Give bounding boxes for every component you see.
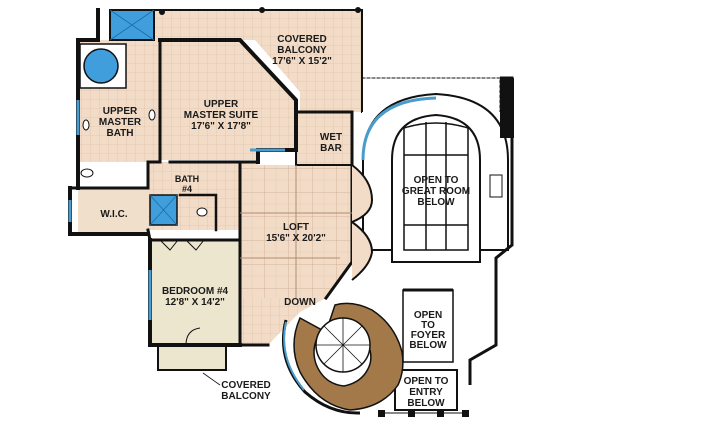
great-room-label-2: GREAT ROOM — [402, 186, 470, 197]
covered-balcony-top-dims: 17'6" X 15'2" — [272, 56, 332, 67]
toilet-icon — [80, 168, 94, 178]
sink-icon — [148, 109, 156, 121]
lower-hall-floor — [240, 298, 326, 345]
windows — [68, 100, 285, 320]
down-label: DOWN — [284, 297, 316, 308]
wic-label: W.I.C. — [100, 209, 127, 220]
master-suite-label-2: MASTER SUITE — [184, 110, 259, 121]
wet-bar-label-2: BAR — [320, 143, 342, 154]
covered-balcony-bottom-label-2: BALCONY — [221, 391, 271, 402]
master-suite-label: UPPER — [204, 99, 239, 110]
loft-label: LOFT — [283, 222, 309, 233]
loft-dims: 15'6" X 20'2" — [266, 233, 326, 244]
labels: COVERED BALCONY 17'6" X 15'2" UPPER MAST… — [99, 34, 470, 409]
bath4-label-2: #4 — [182, 184, 192, 194]
balcony-posts — [159, 7, 361, 15]
master-suite-floor — [160, 40, 295, 160]
master-bath-label-2: MASTER — [99, 117, 142, 128]
lower-balcony-floor — [158, 345, 226, 370]
foyer-label-2: TO — [421, 320, 435, 331]
great-room-label: OPEN TO — [414, 175, 459, 186]
entry-label: OPEN TO — [404, 376, 449, 387]
wic-floor — [78, 188, 148, 234]
foyer-label-3: FOYER — [411, 330, 446, 341]
wet-bar-floor — [296, 112, 352, 165]
bedroom4-floor — [150, 240, 240, 345]
wet-bar-label: WET — [320, 132, 342, 143]
fireplace-icon — [489, 174, 503, 198]
sink-icon — [82, 119, 90, 131]
toilet-icon — [196, 207, 208, 217]
entry-label-2: ENTRY — [409, 387, 443, 398]
entry-label-3: BELOW — [407, 398, 445, 409]
loft-grid — [240, 165, 352, 298]
covered-balcony-bottom-label: COVERED — [221, 380, 270, 391]
bedroom4-label: BEDROOM #4 — [162, 286, 229, 297]
great-room-open — [351, 76, 514, 385]
foyer-opening — [402, 289, 454, 363]
corner-tub — [79, 43, 127, 89]
master-bath-label-3: BATH — [106, 128, 133, 139]
great-room-label-3: BELOW — [417, 197, 455, 208]
bath4-label: BATH — [175, 174, 199, 184]
floor-fills — [78, 10, 362, 370]
spiral-stair — [282, 302, 404, 415]
foyer-label: OPEN — [414, 310, 442, 321]
master-suite-dims: 17'6" X 17'8" — [191, 121, 251, 132]
covered-balcony-top-label: COVERED — [277, 34, 326, 45]
master-bath-label: UPPER — [103, 106, 138, 117]
bedroom4-dims: 12'8" X 14'2" — [165, 297, 225, 308]
covered-balcony-top-label-2: BALCONY — [277, 45, 327, 56]
covered-balcony-top-floor — [155, 10, 362, 112]
foyer-label-4: BELOW — [409, 340, 447, 351]
